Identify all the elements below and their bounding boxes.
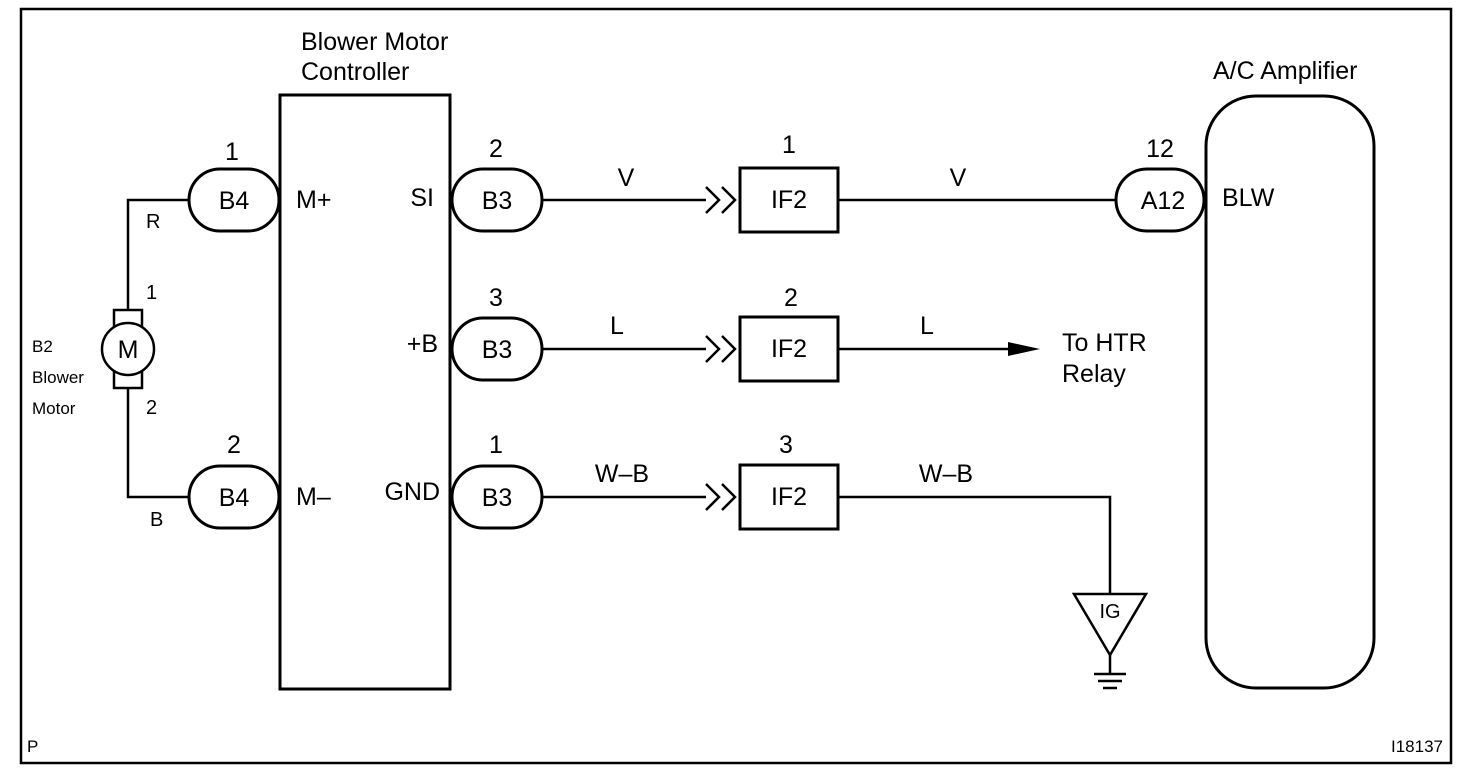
wires (126, 198, 1116, 594)
wire-label-b: B (150, 509, 163, 531)
connector-label: IF2 (771, 186, 807, 214)
wire-label-l-right: L (920, 312, 934, 340)
connector-label: A12 (1141, 187, 1185, 215)
pin-blw-label: BLW (1222, 184, 1275, 212)
to-htr-line2: Relay (1062, 360, 1126, 388)
motor-pin-top: 1 (146, 282, 157, 304)
pin-gnd-label: GND (384, 478, 440, 506)
connector-b3-si: B3 2 (450, 135, 544, 233)
connector-if2-3: IF2 3 (705, 431, 840, 531)
pin-m-minus-label: M– (296, 483, 331, 511)
chevron-icon (705, 335, 721, 363)
ground-point-ig: IG (1071, 592, 1149, 690)
connector-b4-bottom: B4 2 (187, 431, 281, 530)
ac-amplifier-body (1204, 94, 1376, 690)
wire-b (126, 388, 189, 499)
motor-symbol (100, 321, 156, 377)
wire-label-v-left: V (618, 164, 635, 192)
connector-label: B4 (219, 187, 250, 215)
connector-shape (738, 166, 840, 234)
connector-pin: 2 (489, 135, 503, 163)
chevron-icon (721, 335, 737, 363)
wire-wb-right (838, 495, 1112, 594)
motor-label-line1: B2 (32, 337, 53, 356)
connector-a12: A12 12 (1114, 135, 1206, 233)
connector-b3-plus-b: B3 3 (450, 284, 544, 382)
ground-label: IG (1099, 601, 1120, 623)
connector-shape (450, 316, 544, 382)
blower-motor: M B2 Blower Motor 1 2 (32, 282, 157, 419)
connector-pin: 1 (782, 131, 796, 159)
chevron-icon (705, 483, 721, 511)
controller-title-line1: Blower Motor (301, 28, 448, 56)
figure-id: I18137 (1391, 737, 1443, 756)
wire-label-r: R (146, 211, 160, 233)
connector-label: IF2 (771, 335, 807, 363)
motor-m-letter: M (118, 336, 139, 364)
pin-si-label: SI (410, 184, 434, 212)
pin-m-plus-label: M+ (296, 186, 331, 214)
motor-label-line3: Motor (32, 399, 76, 418)
arrow-right-icon (1008, 342, 1040, 356)
connector-b3-gnd: B3 1 (450, 431, 544, 530)
wire-label-wb-right: W–B (919, 460, 973, 488)
connector-shape (450, 464, 544, 530)
connector-pin: 3 (489, 284, 503, 312)
connector-shape (187, 464, 281, 530)
connector-pin: 1 (225, 138, 239, 166)
connector-label: B4 (219, 484, 250, 512)
connector-shape (1114, 167, 1206, 233)
wire-labels: R B V V L L W–B W–B (146, 164, 973, 531)
diagram-frame (19, 7, 1453, 765)
connector-shape (738, 463, 840, 531)
connector-label: IF2 (771, 483, 807, 511)
controller-title-line2: Controller (301, 58, 409, 86)
chevron-icon (721, 483, 737, 511)
wire-label-l-left: L (610, 312, 624, 340)
connector-label: B3 (482, 187, 513, 215)
wire-label-v-right: V (950, 164, 967, 192)
ac-amplifier-title: A/C Amplifier (1213, 57, 1357, 85)
pin-plus-b-label: +B (407, 330, 438, 358)
motor-label-line2: Blower (32, 368, 84, 387)
connector-pin: 12 (1146, 135, 1174, 163)
wire-label-wb-left: W–B (595, 460, 649, 488)
chevron-icon (705, 186, 721, 214)
ground-triangle (1071, 592, 1149, 658)
connector-shape (187, 167, 281, 233)
connector-shape (450, 167, 544, 233)
connector-if2-2: IF2 2 (705, 284, 840, 383)
to-htr-line1: To HTR (1062, 329, 1147, 357)
connector-b4-top: B4 1 (187, 138, 281, 233)
connector-pin: 2 (227, 431, 241, 459)
controller-body (278, 93, 452, 691)
wire-r (126, 198, 189, 310)
motor-pin-bottom: 2 (146, 397, 157, 419)
connector-label: B3 (482, 336, 513, 364)
corner-label-left: P (27, 737, 38, 756)
connector-label: B3 (482, 484, 513, 512)
connector-pin: 3 (779, 431, 793, 459)
connector-pin: 2 (784, 284, 798, 312)
connector-if2-1: IF2 1 (705, 131, 840, 234)
ac-amplifier: A/C Amplifier BLW (1204, 57, 1376, 690)
connector-pin: 1 (489, 431, 503, 459)
chevron-icon (721, 186, 737, 214)
connector-shape (738, 315, 840, 383)
blower-motor-controller: Blower Motor Controller M+ M– SI +B GND (278, 28, 452, 691)
